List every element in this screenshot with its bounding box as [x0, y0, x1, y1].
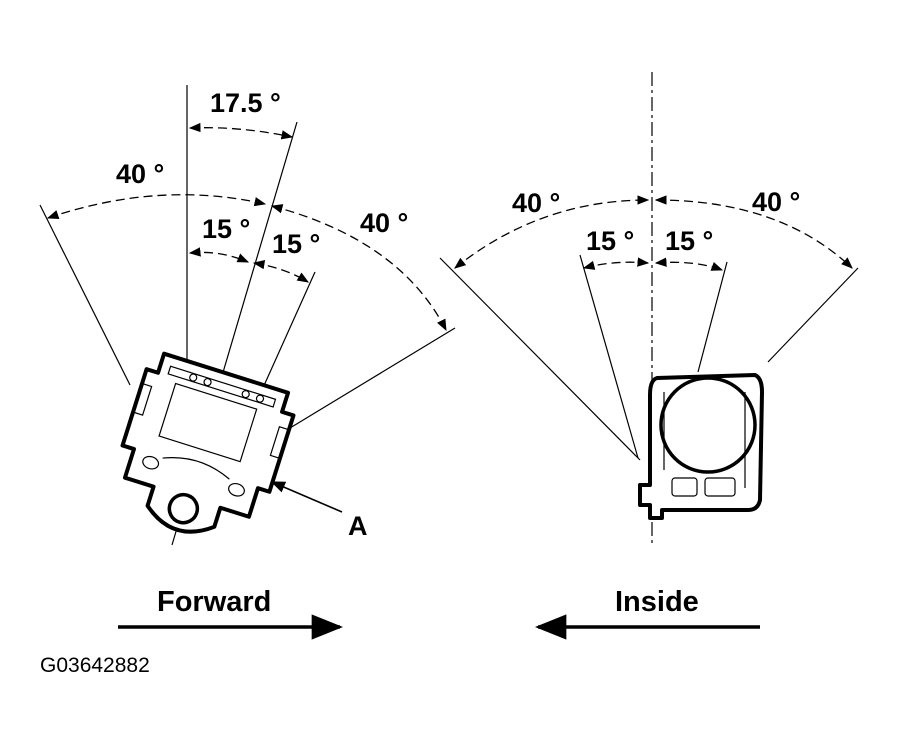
right-label-15-left: 15 °	[586, 226, 634, 256]
left-limit-line-40	[39, 204, 131, 386]
right-dim-arc-40-right	[654, 195, 853, 269]
left-view: A 17.5 ° 40 ° 40 ° 15 ° 15 ° Forward	[39, 85, 456, 640]
right-dim-arc-40-left	[454, 195, 650, 269]
right-label-40-right: 40 °	[752, 187, 800, 217]
label-17-5: 17.5 °	[210, 88, 281, 118]
label-40-left: 40 °	[116, 159, 164, 189]
inside-label: Inside	[615, 586, 699, 618]
right-view-limit-left-40	[439, 257, 641, 461]
right-dim-arc-15-right	[654, 257, 724, 271]
dim-arc-17-5	[188, 122, 294, 140]
forward-label: Forward	[157, 586, 271, 618]
label-15-left: 15 °	[202, 214, 250, 244]
right-view-inner-right-15	[697, 261, 728, 373]
right-label-40-left: 40 °	[512, 188, 560, 218]
inner-line-15	[261, 271, 316, 391]
figure-code: G03642882	[40, 654, 150, 677]
left-sensor-body	[120, 351, 296, 534]
right-view-inner-left-15	[579, 254, 639, 459]
right-view-limit-right-40	[767, 267, 859, 363]
right-limit-line-40	[289, 327, 456, 429]
label-15-right: 15 °	[272, 229, 320, 259]
callout-a-leader	[270, 481, 343, 513]
right-sensor-body	[638, 373, 764, 520]
right-view: 40 ° 40 ° 15 ° 15 ° Inside	[439, 72, 859, 640]
right-dim-arc-15-left	[582, 257, 650, 270]
dim-arc-15-right	[252, 260, 309, 283]
dim-arc-15-left	[188, 247, 250, 263]
right-label-15-right: 15 °	[665, 226, 713, 256]
dim-arc-40-right	[270, 204, 447, 332]
part-label-a: A	[348, 511, 368, 541]
dim-arc-40-left	[46, 194, 267, 220]
label-40-right: 40 °	[360, 208, 408, 238]
